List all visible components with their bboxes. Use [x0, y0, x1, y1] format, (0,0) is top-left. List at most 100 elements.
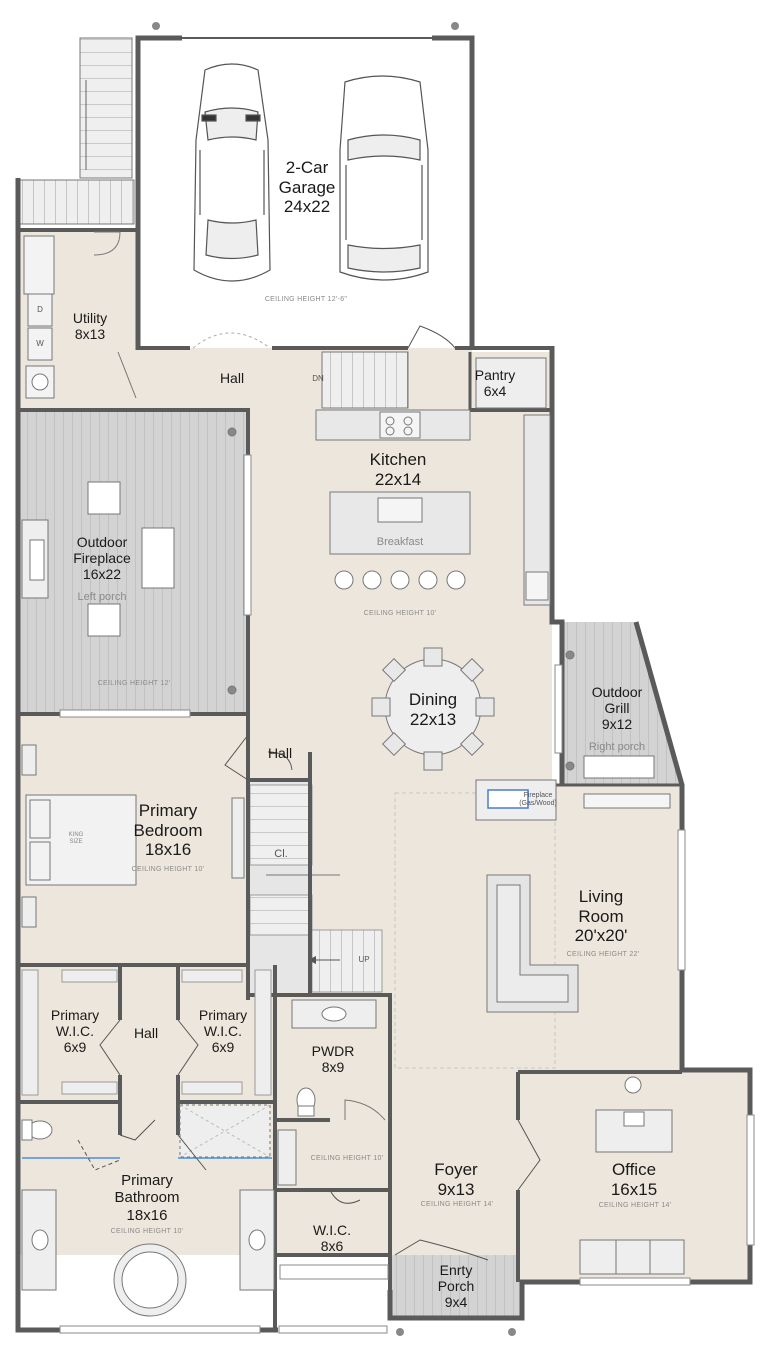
utility-fixtures: [23, 231, 137, 399]
living-sofa: [486, 874, 579, 1013]
dining-table: [371, 647, 495, 771]
kitchen-label: Kitchen 22x14: [370, 450, 427, 489]
wic-left-label: Primary W.I.C. 6x9: [51, 1007, 99, 1055]
primary-bathroom-size: 18x16: [126, 1206, 168, 1224]
pwdr-size: 8x9: [321, 1059, 345, 1076]
office-furniture: [579, 1076, 685, 1275]
garage-ceiling: CEILING HEIGHT 12'-6": [264, 296, 348, 303]
primary-bathroom-label: Primary Bathroom 18x16: [114, 1172, 179, 1224]
living-room-ceiling: CEILING HEIGHT 22': [566, 951, 640, 958]
outdoor-fireplace-name: Outdoor Fireplace: [73, 534, 131, 567]
wic-small-label: W.I.C. 8x6: [313, 1222, 351, 1254]
foyer-size: 9x13: [437, 1179, 475, 1199]
primary-bathroom-name: Primary Bathroom: [114, 1172, 180, 1207]
garage-label: 2-Car Garage 24x22: [279, 158, 336, 217]
living-fireplace: [475, 779, 671, 821]
entry-porch-size: 9x4: [444, 1294, 468, 1311]
exterior-stairs: [17, 37, 135, 225]
office-label: Office 16x15: [611, 1160, 657, 1199]
dining-name: Dining: [408, 690, 458, 709]
wic-small-name: W.I.C.: [312, 1222, 352, 1238]
wic-small-size: 8x6: [320, 1238, 344, 1255]
pantry-size: 6x4: [483, 383, 507, 400]
primary-bathroom-ceiling: CEILING HEIGHT 10': [110, 1228, 184, 1235]
entry-porch-label: Enrty Porch 9x4: [438, 1262, 475, 1310]
stair-up-mark: UP: [358, 955, 370, 964]
outdoor-fireplace-ceiling: CEILING HEIGHT 12': [97, 680, 171, 687]
garage-name: 2-Car Garage: [278, 158, 336, 197]
foyer-label: Foyer 9x13: [434, 1160, 477, 1199]
dining-size: 22x13: [409, 709, 457, 729]
hall-mid-label: Hall: [268, 745, 292, 761]
car-right: [339, 75, 429, 281]
wic-left-size: 6x9: [63, 1039, 87, 1056]
office-size: 16x15: [610, 1179, 658, 1199]
utility-name: Utility: [72, 310, 108, 326]
utility-label: Utility 8x13: [73, 310, 107, 342]
dryer-mark: D: [37, 305, 43, 314]
bathroom-fixtures: [21, 1104, 297, 1317]
garage-entry-door: [407, 325, 456, 349]
outdoor-grill-name: Outdoor Grill: [591, 684, 643, 717]
dining-label: Dining 22x13: [409, 690, 457, 729]
primary-bedroom-ceiling: CEILING HEIGHT 10': [131, 866, 205, 873]
office-ceiling: CEILING HEIGHT 14': [598, 1202, 672, 1209]
left-porch-label: Left porch: [77, 591, 127, 603]
kitchen-name: Kitchen: [369, 450, 427, 469]
pwdr-label: PWDR 8x9: [312, 1043, 355, 1075]
wic-right-size: 6x9: [211, 1039, 235, 1056]
closet-label: Cl.: [274, 848, 288, 860]
entry-porch-floor: [392, 1255, 520, 1317]
entry-porch-name: Enrty Porch: [437, 1262, 475, 1295]
kitchen-size: 22x14: [374, 469, 422, 489]
stair-down-mark: DN: [312, 374, 324, 383]
doors: [77, 734, 541, 1261]
garage-size: 24x22: [283, 197, 331, 217]
washer-mark: W: [36, 339, 44, 348]
pantry-label: Pantry 6x4: [475, 367, 515, 399]
windows: [59, 454, 755, 1334]
right-porch-label: Right porch: [588, 741, 646, 753]
outdoor-grill-size: 9x12: [601, 716, 633, 733]
car-left: [193, 63, 271, 282]
primary-bedroom-label: Primary Bedroom 18x16: [134, 801, 203, 860]
outdoor-fireplace-furniture: [21, 427, 237, 695]
utility-size: 8x13: [74, 326, 106, 343]
king-bed: [21, 744, 245, 928]
outdoor-grill-label: Outdoor Grill 9x12: [592, 684, 643, 732]
living-room-label: Living Room 20'x20': [575, 887, 628, 946]
bed-size-label: KING SIZE: [68, 832, 84, 845]
hall-top-name: Hall: [219, 370, 245, 386]
foyer-ceiling: CEILING HEIGHT 14': [420, 1201, 494, 1208]
wic-right-label: Primary W.I.C. 6x9: [199, 1007, 247, 1055]
fireplace-label: Fireplace (Gas/Wood): [519, 792, 557, 807]
interior-stairs: [249, 351, 409, 993]
closet-shelving: [21, 969, 272, 1096]
posts: [152, 22, 516, 1336]
pwdr-fixtures: [291, 999, 386, 1121]
living-area-outline: [394, 792, 556, 1069]
breakfast-label: Breakfast: [376, 536, 424, 548]
primary-bedroom-size: 18x16: [144, 840, 192, 860]
right-porch-floor: [562, 622, 680, 785]
hall-low-name: Hall: [133, 1025, 159, 1041]
hall-mid-name: Hall: [267, 745, 293, 761]
primary-bedroom-name: Primary Bedroom: [133, 801, 203, 840]
kitchen-fixtures: [315, 357, 551, 606]
living-room-size: 20'x20': [574, 926, 628, 946]
outdoor-fireplace-size: 16x22: [82, 566, 122, 583]
outdoor-grill: [565, 650, 655, 779]
pwdr-name: PWDR: [311, 1043, 355, 1059]
hall-low-label: Hall: [134, 1025, 158, 1041]
foyer-name: Foyer: [434, 1160, 478, 1179]
office-name: Office: [611, 1160, 657, 1179]
pantry-name: Pantry: [474, 367, 516, 383]
hall-top-label: Hall: [220, 370, 244, 386]
garage-door-swing: [192, 332, 271, 349]
living-room-name: Living Room: [578, 887, 624, 926]
kitchen-ceiling: CEILING HEIGHT 10': [363, 610, 437, 617]
wic-right-name: Primary W.I.C.: [198, 1007, 248, 1040]
left-porch-floor: [20, 410, 246, 712]
outdoor-fireplace-label: Outdoor Fireplace 16x22: [73, 534, 131, 582]
